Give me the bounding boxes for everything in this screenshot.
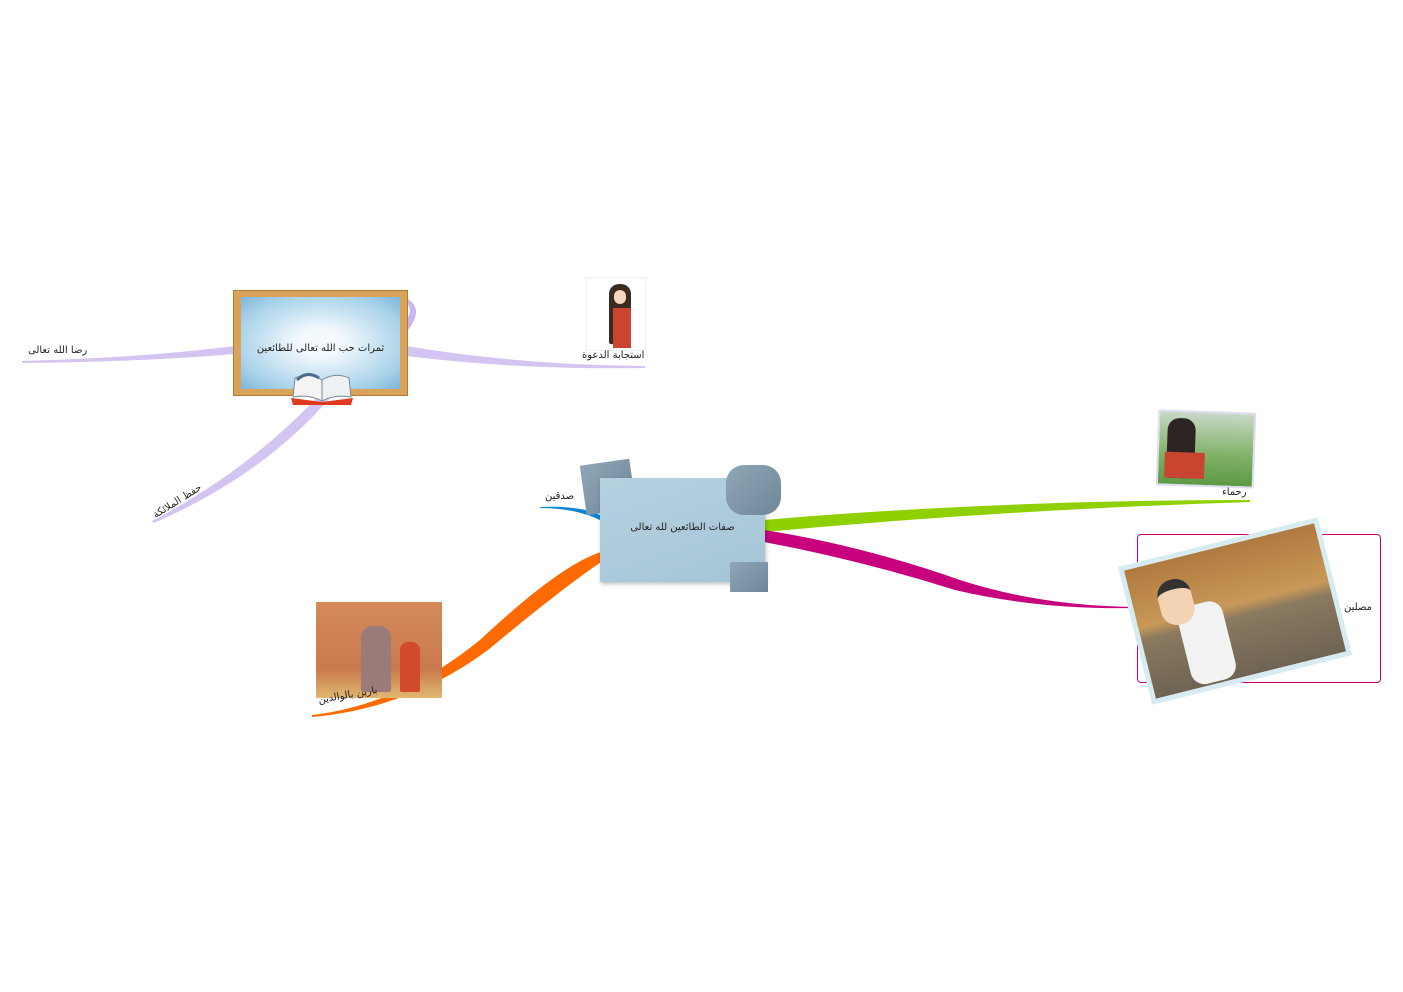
cube-decoration-bottom	[730, 562, 768, 592]
subtopic-label: ثمرات حب الله تعالى للطائعين	[256, 343, 385, 354]
subtopic-child-rida[interactable]: رضا الله تعالى	[28, 345, 88, 356]
branch-label-sadiqin[interactable]: صدقين	[545, 491, 575, 502]
branch-rida	[22, 346, 235, 363]
book-icon	[291, 373, 353, 405]
branch-label-ruhama[interactable]: رحماء	[1222, 487, 1247, 498]
cylinder-decoration	[726, 465, 781, 515]
branch-istijaba	[406, 346, 645, 369]
girl-cat-image	[1155, 409, 1257, 489]
girl-pointing-image	[586, 277, 646, 351]
branch-ruhama	[764, 500, 1250, 532]
branch-label-musallin[interactable]: مصلين	[1344, 602, 1372, 613]
subtopic-child-istijaba[interactable]: استجابة الدعوة	[582, 350, 645, 361]
subtopic-node[interactable]: ثمرات حب الله تعالى للطائعين	[233, 290, 408, 396]
mother-daughter-image	[316, 602, 442, 698]
central-topic-label: صفات الطائعين لله تعالى	[630, 522, 735, 533]
branch-loop	[406, 298, 417, 330]
branch-musallin	[764, 530, 1136, 609]
branch-hifz	[152, 392, 330, 523]
branch-barin	[312, 552, 601, 717]
